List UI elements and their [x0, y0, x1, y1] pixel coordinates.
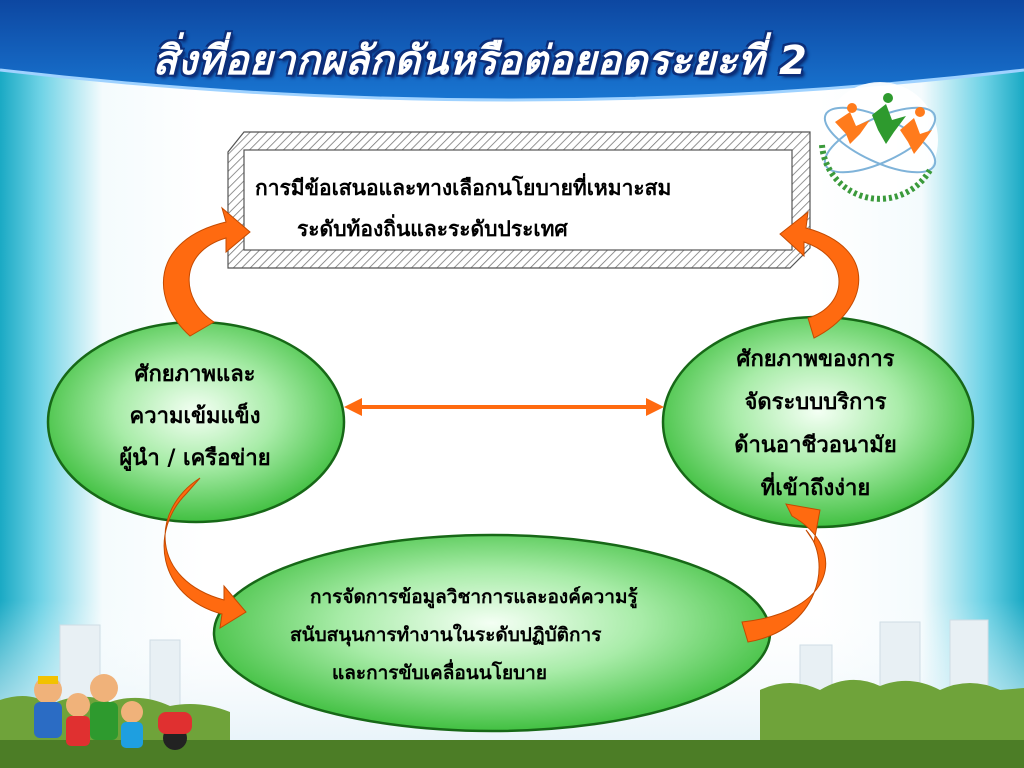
- policy-line-2: ระดับท้องถิ่นและระดับประเทศ: [297, 215, 568, 241]
- curved-arrow-left-up: [162, 206, 251, 337]
- bottom-line-2: สนับสนุนการทำงานในระดับปฏิบัติการ: [290, 624, 602, 646]
- double-arrow: [344, 398, 664, 416]
- curved-arrow-right-down: [741, 503, 827, 643]
- right-line-2: จัดระบบบริการ: [744, 388, 887, 415]
- left-line-3: ผู้นำ / เครือข่าย: [119, 444, 271, 471]
- left-line-1: ศักยภาพและ: [134, 361, 256, 387]
- policy-box-text: การมีข้อเสนอและทางเลือกนโยบายที่เหมาะสม …: [255, 168, 775, 250]
- children-illustration-icon: [34, 674, 192, 750]
- curved-arrow-right-up: [779, 210, 860, 339]
- right-line-4: ที่เข้าถึงง่าย: [760, 474, 871, 501]
- left-ellipse-text: ศักยภาพและ ความเข้มแข็ง ผู้นำ / เครือข่า…: [90, 354, 300, 479]
- page-title: สิ่งที่อยากผลักดันหรือต่อยอดระยะที่ 2: [152, 38, 808, 84]
- left-line-2: ความเข้มแข็ง: [129, 402, 261, 429]
- curved-arrow-left-down: [163, 477, 247, 629]
- bottom-ellipse-text: การจัดการข้อมูลวิชาการและองค์ความรู้ สนั…: [290, 578, 710, 692]
- logo-icon: [819, 82, 938, 202]
- policy-line-1: การมีข้อเสนอและทางเลือกนโยบายที่เหมาะสม: [255, 175, 672, 200]
- right-line-1: ศักยภาพของการ: [736, 346, 895, 372]
- bottom-line-3: และการขับเคลื่อนนโยบาย: [332, 662, 547, 684]
- right-ellipse-text: ศักยภาพของการ จัดระบบบริการ ด้านอาชีวอนา…: [693, 338, 938, 510]
- right-line-3: ด้านอาชีวอนามัย: [734, 431, 897, 458]
- policy-box: [227, 131, 811, 269]
- bottom-line-1: การจัดการข้อมูลวิชาการและองค์ความรู้: [310, 586, 638, 608]
